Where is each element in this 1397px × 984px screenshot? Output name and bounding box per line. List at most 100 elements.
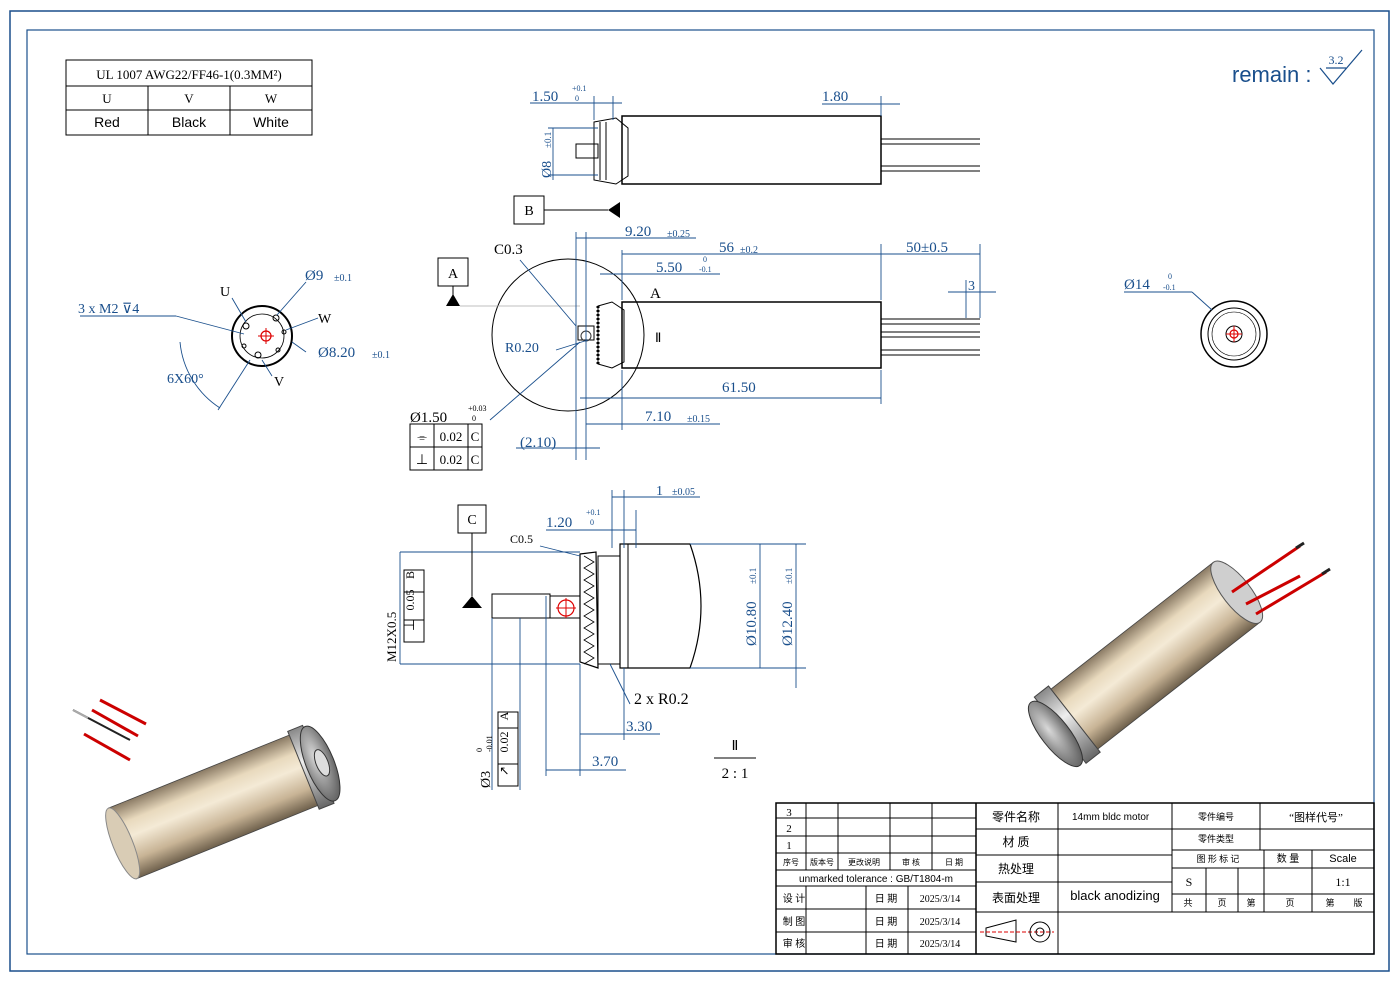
dim-d9: Ø9 — [305, 268, 323, 284]
tolerance-note: unmarked tolerance : GB/T1804-m — [799, 874, 953, 885]
scale-label: Scale — [1329, 853, 1357, 865]
dim-710: 7.10 — [645, 409, 671, 425]
runout-symbol: ↗ — [497, 766, 511, 776]
motor-3d-render-right — [1027, 541, 1331, 768]
dim-120-tol-lo: 0 — [590, 518, 594, 527]
dim-d820-tol: ±0.1 — [372, 350, 390, 361]
rev-header-change: 更改说明 — [848, 857, 880, 867]
material-label: 材 质 — [1002, 835, 1029, 849]
sign-date-design: 2025/3/14 — [920, 894, 961, 905]
dim-210: (2.10) — [520, 435, 556, 451]
holes-callout: 3 x M2 ⊽4 — [78, 302, 139, 317]
surface-finish-prefix: remain : — [1232, 62, 1311, 87]
sheet-page-label: 页 — [1217, 898, 1226, 908]
inner-border — [26, 29, 1375, 955]
gdt-detail-value: 0.05 — [403, 590, 417, 611]
detail-view-dims — [399, 490, 806, 790]
title-block — [775, 802, 1375, 955]
dim-d820: Ø8.20 — [318, 345, 355, 361]
dim-550-tol-lo: -0.1 — [699, 265, 712, 274]
datum-a-label: A — [448, 267, 459, 282]
dim-d14: Ø14 — [1124, 277, 1150, 293]
sign-role-draw: 制 图 — [783, 915, 806, 928]
color-black: Black — [172, 114, 207, 130]
phase-v: V — [184, 91, 194, 106]
datum-c-triangle — [462, 596, 482, 608]
dim-180: 1.80 — [822, 89, 848, 105]
dim-6150: 61.50 — [722, 380, 756, 396]
shaft-dia: Ø1.50 — [410, 410, 447, 426]
dim-710-tol: ±0.15 — [687, 414, 710, 425]
qty-label: 数 量 — [1277, 852, 1300, 865]
right-view — [1200, 300, 1268, 368]
wire-color-table — [65, 59, 313, 136]
front-label-w: W — [318, 312, 332, 327]
sign-role-design: 设 计 — [783, 892, 806, 905]
sign-datelabel-review: 日 期 — [875, 938, 898, 950]
surface-treatment-value: black anodizing — [1070, 888, 1160, 903]
gdt-frame-main — [409, 423, 483, 471]
gdt-value-1: 0.02 — [440, 429, 463, 444]
fig-mark-value: S — [1186, 875, 1193, 889]
gdt-datum-1: C — [471, 429, 480, 444]
dim-56-tol: ±0.2 — [740, 245, 758, 256]
dim-550: 5.50 — [656, 260, 682, 276]
dim-d8-tol: ±0.1 — [543, 132, 553, 148]
dim-120: 1.20 — [546, 515, 572, 531]
detail-scale: 2 : 1 — [722, 766, 749, 782]
dim-370: 3.70 — [592, 754, 618, 770]
rev-row-2: 2 — [786, 823, 792, 835]
dim-d1080: Ø10.80 — [744, 601, 760, 646]
detail-view — [491, 543, 702, 669]
thread-callout: M12X0.5 — [384, 612, 399, 662]
rev-row-3: 3 — [786, 807, 792, 819]
dim-330: 3.30 — [626, 719, 652, 735]
part-name: 14mm bldc motor — [1072, 812, 1150, 823]
sign-datelabel-design: 日 期 — [875, 893, 898, 905]
phase-u: U — [102, 91, 112, 106]
wire-table-header: UL 1007 AWG22/FF46-1(0.3MM²) — [96, 67, 281, 82]
color-red: Red — [94, 114, 120, 130]
front-view — [231, 305, 293, 367]
rev-header-date: 日 期 — [945, 858, 963, 867]
gdt-symbol-2: ⊥ — [416, 453, 428, 468]
sign-date-review: 2025/3/14 — [920, 939, 961, 950]
datum-b-triangle — [608, 202, 620, 218]
angle-callout: 6X60° — [167, 372, 204, 387]
main-a-label: A — [650, 286, 661, 302]
dim-1-tol: ±0.05 — [672, 487, 695, 498]
dim-d3-tol-up: 0 — [475, 748, 484, 752]
sheet-edition-label: 版 — [1353, 897, 1362, 908]
dim-120-tol-up: +0.1 — [586, 508, 601, 517]
gdt-datum-2: C — [471, 452, 480, 467]
part-no: “图样代号” — [1289, 810, 1343, 824]
dim-50: 50±0.5 — [906, 240, 948, 256]
phase-w: W — [265, 91, 278, 106]
dim-56: 56 — [719, 240, 735, 256]
top-view — [575, 115, 980, 185]
dim-550-tol-up: 0 — [703, 255, 707, 264]
sheet-page2-label: 页 — [1285, 898, 1294, 908]
front-label-v: V — [274, 375, 284, 390]
gdt-frame-runout — [497, 711, 519, 787]
dim-d14-tol-up: 0 — [1168, 272, 1172, 281]
part-type-label: 零件类型 — [1198, 833, 1234, 844]
top-view-dims — [530, 96, 900, 180]
shaft-tol-up: +0.03 — [468, 404, 487, 413]
motor-3d-render-left — [72, 698, 341, 880]
sheet-total-label: 共 — [1183, 898, 1192, 908]
dim-920-tol: ±0.25 — [667, 229, 690, 240]
chamfer-c03: C0.3 — [494, 242, 523, 258]
right-view-leader-b — [1191, 291, 1213, 311]
dim-d1080-tol: ±0.1 — [748, 568, 758, 584]
runout-datum: A — [497, 711, 511, 720]
rev-header-version: 版本号 — [810, 857, 834, 867]
surface-treatment-label: 表面处理 — [992, 891, 1040, 905]
dim-d1240: Ø12.40 — [780, 601, 796, 646]
dim-d1240-tol: ±0.1 — [784, 568, 794, 584]
dim-150-tol-lo: 0 — [575, 94, 579, 103]
datum-b-label: B — [524, 204, 533, 219]
chamfer-c05: C0.5 — [510, 532, 533, 546]
sheet-edition-no-label: 第 — [1325, 897, 1334, 908]
dim-d3: Ø3 — [479, 771, 494, 788]
